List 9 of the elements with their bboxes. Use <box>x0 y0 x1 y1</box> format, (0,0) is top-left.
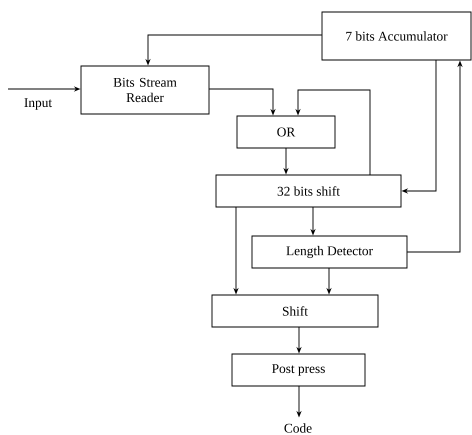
process-box: 32 bits shift <box>216 174 402 208</box>
process-box: Post press <box>232 354 366 386</box>
process-box: OR <box>236 116 336 148</box>
process-box: Length Detector <box>252 236 408 268</box>
edge-label: Input <box>22 96 54 112</box>
output-label: Code <box>284 423 312 433</box>
process-box: 7 bits Accumulator <box>322 12 472 60</box>
process-box: Bits Stream Reader <box>80 66 210 114</box>
process-box: Shift <box>212 294 378 328</box>
